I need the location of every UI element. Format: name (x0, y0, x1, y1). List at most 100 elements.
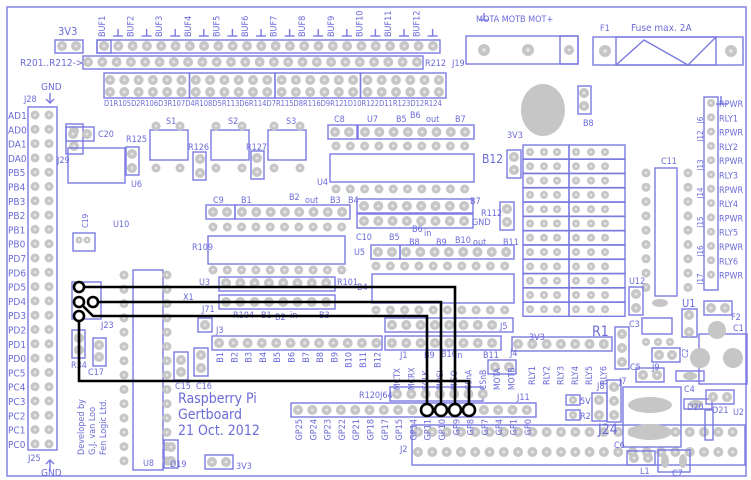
pad-hole (462, 341, 465, 345)
pad-hole (574, 207, 578, 211)
pad-hole (390, 250, 394, 254)
pad-hole (165, 78, 169, 82)
j5 (487, 359, 517, 375)
pad-hole (374, 44, 378, 48)
pad-hole (716, 430, 720, 434)
pad-hole (392, 130, 396, 134)
pad-hole (180, 78, 183, 82)
component-label: C6 (614, 441, 625, 451)
pad-hole (555, 279, 559, 283)
f2 (681, 308, 698, 338)
pad-hole (108, 90, 112, 94)
wire-end-ring (72, 295, 86, 309)
pad-hole (391, 219, 395, 223)
pad-hole (431, 44, 435, 48)
pad-hole (612, 385, 616, 389)
pad-hole (224, 281, 228, 285)
component-label: J9 (651, 363, 660, 373)
pad-hole (415, 60, 419, 64)
component-label: B2 (289, 193, 300, 203)
buf-label: BUF7 (270, 16, 280, 37)
led-label: R108 (195, 99, 213, 108)
pad-hole (272, 166, 276, 170)
pad-hole (449, 187, 452, 191)
buffer-header-pin1 (96, 39, 112, 54)
pad-hole (459, 430, 463, 434)
led-label: D2 (131, 99, 141, 108)
pad-hole (545, 450, 549, 454)
led-label: D12 (410, 99, 424, 108)
pad-hole (657, 353, 661, 357)
pad-hole (528, 179, 532, 182)
pad-hole (555, 308, 559, 311)
pad-hole (504, 250, 508, 254)
v33-jumper (204, 454, 234, 470)
component-label: B9 (436, 238, 447, 248)
pad-hole (406, 144, 409, 148)
component-label: J4 (509, 349, 518, 359)
pad-hole (709, 116, 713, 119)
pad-hole (403, 308, 406, 312)
relay-jumpers (703, 96, 719, 291)
pad-hole (33, 399, 37, 403)
pad-hole (555, 150, 559, 154)
pad-hole (516, 430, 520, 434)
pad-hole (433, 250, 437, 254)
pad-hole (47, 342, 51, 346)
pad-hole (131, 44, 135, 48)
pad-hole (47, 127, 51, 131)
relay-jumper-label: J13 (696, 159, 705, 171)
port-label: AD0 (8, 125, 27, 136)
pad-hole (47, 242, 51, 246)
led-label: D1 (104, 99, 114, 108)
pad-hole (274, 44, 278, 48)
d20 (675, 370, 705, 382)
buf-label: BUF4 (184, 16, 194, 37)
pad-hole (405, 219, 409, 223)
component-label: B8 (583, 119, 594, 129)
port-label: PC2 (8, 411, 25, 422)
pad-hole (402, 44, 406, 48)
pad-hole (283, 268, 286, 272)
pad-hole (723, 306, 727, 310)
pad-hole (709, 158, 713, 162)
pad-hole (731, 450, 735, 454)
pad-hole (505, 220, 509, 224)
jumper-wire-gp10 (93, 300, 443, 409)
board-title-1: Raspberry Pi (178, 391, 257, 407)
pad-hole (574, 236, 578, 240)
component-label: in (455, 351, 462, 361)
pad-hole (668, 340, 672, 344)
pad-hole (516, 342, 520, 346)
pad-hole (351, 90, 355, 94)
pad-hole (268, 268, 272, 272)
pad-hole (368, 408, 371, 412)
pad-hole (482, 48, 486, 52)
buffer-label: B2 (230, 352, 240, 363)
component-label: out (473, 238, 486, 248)
component-label: J23 (100, 321, 114, 331)
pad-hole (255, 156, 259, 160)
d19 (163, 439, 179, 469)
pad-hole (528, 308, 532, 311)
relay-jumper-label: J16 (696, 245, 705, 258)
pad-hole (542, 222, 546, 225)
pad-hole (709, 230, 713, 233)
pad-hole (620, 346, 624, 350)
pad-hole (122, 388, 126, 391)
pad-hole (340, 268, 344, 272)
pad-hole (709, 244, 713, 248)
j25-label: J25 (27, 454, 41, 464)
pad-hole (179, 358, 183, 362)
component-label: U7 (367, 115, 378, 125)
pad-hole (431, 264, 435, 268)
pad-hole (362, 204, 366, 208)
jumper-wire-gp11 (78, 301, 429, 409)
r125 (125, 146, 140, 176)
pad-hole (709, 273, 713, 276)
port-label: PC3 (8, 397, 25, 408)
d21-pad (689, 400, 703, 408)
pad-hole (702, 450, 706, 454)
pad-hole (165, 345, 169, 348)
pad-hole (311, 268, 315, 272)
